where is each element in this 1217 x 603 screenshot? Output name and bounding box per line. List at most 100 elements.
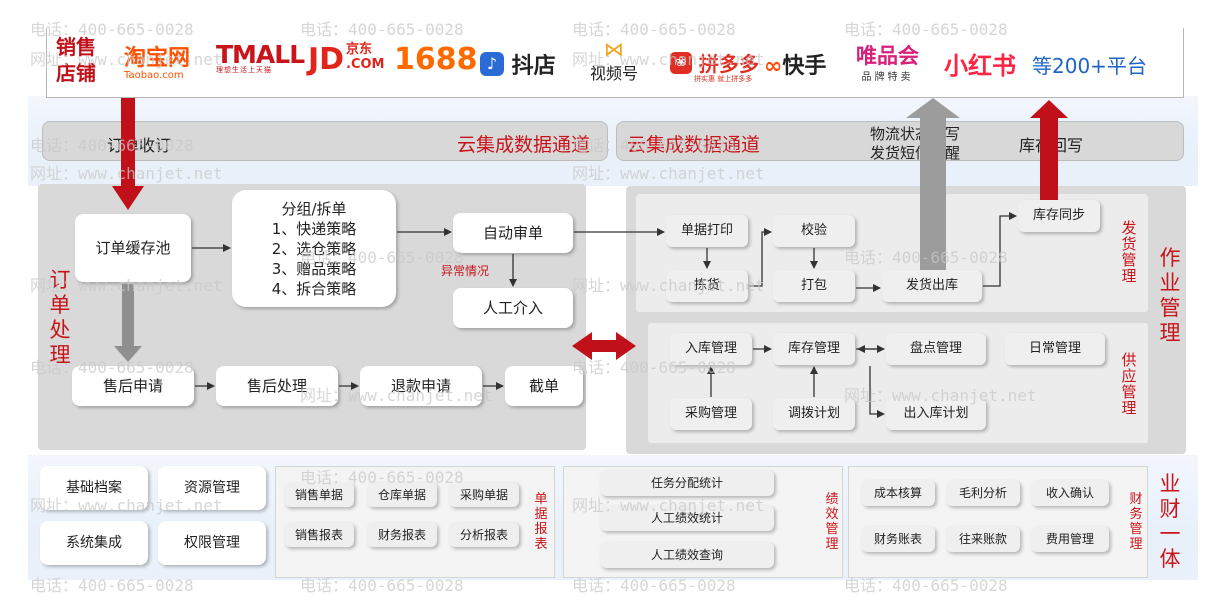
after-sale-apply-node[interactable]: 售后申请 (72, 366, 194, 406)
channel-right-title: 云集成数据通道 (627, 134, 761, 156)
red-double-arrow (572, 332, 636, 360)
performance-label: 绩效管理 (823, 492, 841, 552)
finance-item[interactable]: 毛利分析 (946, 480, 1020, 506)
report-item[interactable]: 仓库单据 (367, 482, 437, 507)
tmall-logo-text: TMALL (216, 40, 305, 69)
kuaishou-icon: ∞ (764, 54, 783, 79)
manual-intervention-node[interactable]: 人工介入 (453, 288, 573, 328)
supply-label-text: 供应管理 (1121, 351, 1137, 417)
performance-label-text: 绩效管理 (825, 492, 839, 552)
tmall-logo: TMALL 理想生活上天猫 (216, 40, 305, 75)
integration-node[interactable]: 系统集成 (40, 521, 148, 565)
vip-logo: 唯品会 品牌特卖 (856, 40, 919, 83)
order-pool-node[interactable]: 订单缓存池 (75, 214, 191, 282)
transfer-node[interactable]: 调拨计划 (773, 398, 855, 430)
count-node[interactable]: 盘点管理 (886, 333, 986, 365)
more-platforms-text: 等200+平台 (1032, 54, 1147, 78)
douyin-icon: ♪ (480, 52, 504, 76)
finance-item[interactable]: 收入确认 (1031, 480, 1109, 506)
jd-logo-cn: 京东 (346, 42, 373, 57)
pack-node[interactable]: 打包 (773, 270, 855, 302)
finance-item[interactable]: 成本核算 (861, 480, 935, 506)
taobao-logo: 淘宝网 Taobao.com (124, 40, 190, 81)
order-processing-label-text: 订单处理 (49, 268, 71, 367)
channel-band-left: 订单收订 云集成数据通道 (42, 121, 608, 161)
finance-label: 财务管理 (1127, 492, 1145, 552)
shipping-label-text: 发货管理 (1121, 219, 1137, 285)
taobao-logo-sub: Taobao.com (124, 70, 184, 81)
inbound-node[interactable]: 入库管理 (670, 333, 752, 365)
jd-logo: JD 京东 .COM (308, 42, 384, 77)
connector-out-sync (983, 212, 1017, 287)
stock-sync-node[interactable]: 库存同步 (1018, 200, 1100, 232)
finance-label-text: 财务管理 (1129, 492, 1143, 552)
operations-label: 作业管理 (1158, 246, 1182, 346)
permission-node[interactable]: 权限管理 (158, 521, 266, 565)
connector-inventory-ioplan (869, 366, 885, 418)
operations-label-text: 作业管理 (1159, 246, 1181, 345)
intercept-node[interactable]: 截单 (505, 366, 583, 406)
purchase-node[interactable]: 采购管理 (670, 398, 752, 430)
grey-up-arrow (906, 98, 960, 270)
split-item: 2、选仓策略 (271, 239, 357, 258)
tmall-logo-sub: 理想生活上天猫 (216, 66, 272, 74)
report-item[interactable]: 销售报表 (284, 522, 354, 547)
jd-logo-com: .COM (346, 57, 385, 72)
exception-label: 异常情况 (441, 264, 490, 278)
split-item: 1、快递策略 (271, 219, 357, 238)
report-item[interactable]: 销售单据 (284, 482, 354, 507)
perf-item[interactable]: 人工绩效查询 (600, 542, 774, 568)
1688-logo: 1688 (394, 42, 478, 77)
split-item: 4、拆合策略 (271, 279, 357, 298)
1688-logo-text: 1688 (394, 42, 478, 77)
finance-item[interactable]: 财务账表 (861, 526, 935, 552)
perf-item[interactable]: 任务分配统计 (600, 470, 774, 496)
red-down-arrow (112, 98, 144, 210)
pick-node[interactable]: 拣货 (666, 270, 748, 302)
business-finance-label: 业财一体 (1158, 472, 1182, 572)
after-sale-process-node[interactable]: 售后处理 (216, 366, 338, 406)
daily-node[interactable]: 日常管理 (1005, 333, 1105, 365)
resource-node[interactable]: 资源管理 (158, 466, 266, 510)
connector-pick-verify (749, 228, 772, 287)
jd-logo-text: JD (308, 42, 345, 77)
verify-node[interactable]: 校验 (773, 215, 855, 247)
reports-label-text: 单据报表 (534, 492, 548, 552)
store-label-text: 销售店铺 (56, 35, 96, 85)
pdd-icon: ❀ (670, 51, 692, 74)
store-strip (46, 28, 1184, 98)
base-archive-node[interactable]: 基础档案 (40, 466, 148, 510)
split-title: 分组/拆单 (281, 199, 347, 218)
channels-logo: ⋈ 视频号 (590, 38, 638, 84)
report-item[interactable]: 采购单据 (449, 482, 519, 507)
pdd-logo-sub: 拼实惠 就上拼多多 (694, 75, 753, 83)
xiaohongshu-logo: 小红书 (944, 46, 1016, 81)
split-strategy-node[interactable]: 分组/拆单 1、快递策略 2、选仓策略 3、赠品策略 4、拆合策略 (232, 190, 396, 307)
xiaohongshu-logo-text: 小红书 (944, 52, 1016, 80)
refund-apply-node[interactable]: 退款申请 (360, 366, 482, 406)
ship-out-node[interactable]: 发货出库 (882, 270, 982, 302)
channels-logo-text: 视频号 (590, 64, 639, 83)
grey-down-arrow (114, 284, 142, 362)
finance-item[interactable]: 往来账款 (946, 526, 1020, 552)
print-docs-node[interactable]: 单据打印 (666, 215, 748, 247)
inventory-node[interactable]: 库存管理 (773, 333, 855, 365)
shipping-label: 发货管理 (1120, 220, 1138, 284)
auto-review-node[interactable]: 自动审单 (453, 213, 573, 253)
channel-band-right: 云集成数据通道 库存回写 (616, 121, 1184, 161)
kuaishou-logo: ∞快手 (764, 48, 826, 80)
report-item[interactable]: 财务报表 (367, 522, 437, 547)
channel-left-title: 云集成数据通道 (457, 134, 591, 156)
channels-icon: ⋈ (604, 37, 624, 61)
perf-item[interactable]: 人工绩效统计 (600, 505, 774, 531)
red-up-arrow (1030, 100, 1068, 200)
io-plan-node[interactable]: 出入库计划 (886, 398, 986, 430)
more-platforms-label: 等200+平台 (1032, 50, 1147, 79)
report-item[interactable]: 分析报表 (449, 522, 519, 547)
taobao-logo-text: 淘宝网 (124, 46, 191, 71)
store-label: 销售店铺 (56, 34, 108, 86)
split-item: 3、赠品策略 (271, 259, 357, 278)
vip-logo-sub: 品牌特卖 (861, 72, 914, 83)
finance-item[interactable]: 费用管理 (1031, 526, 1109, 552)
